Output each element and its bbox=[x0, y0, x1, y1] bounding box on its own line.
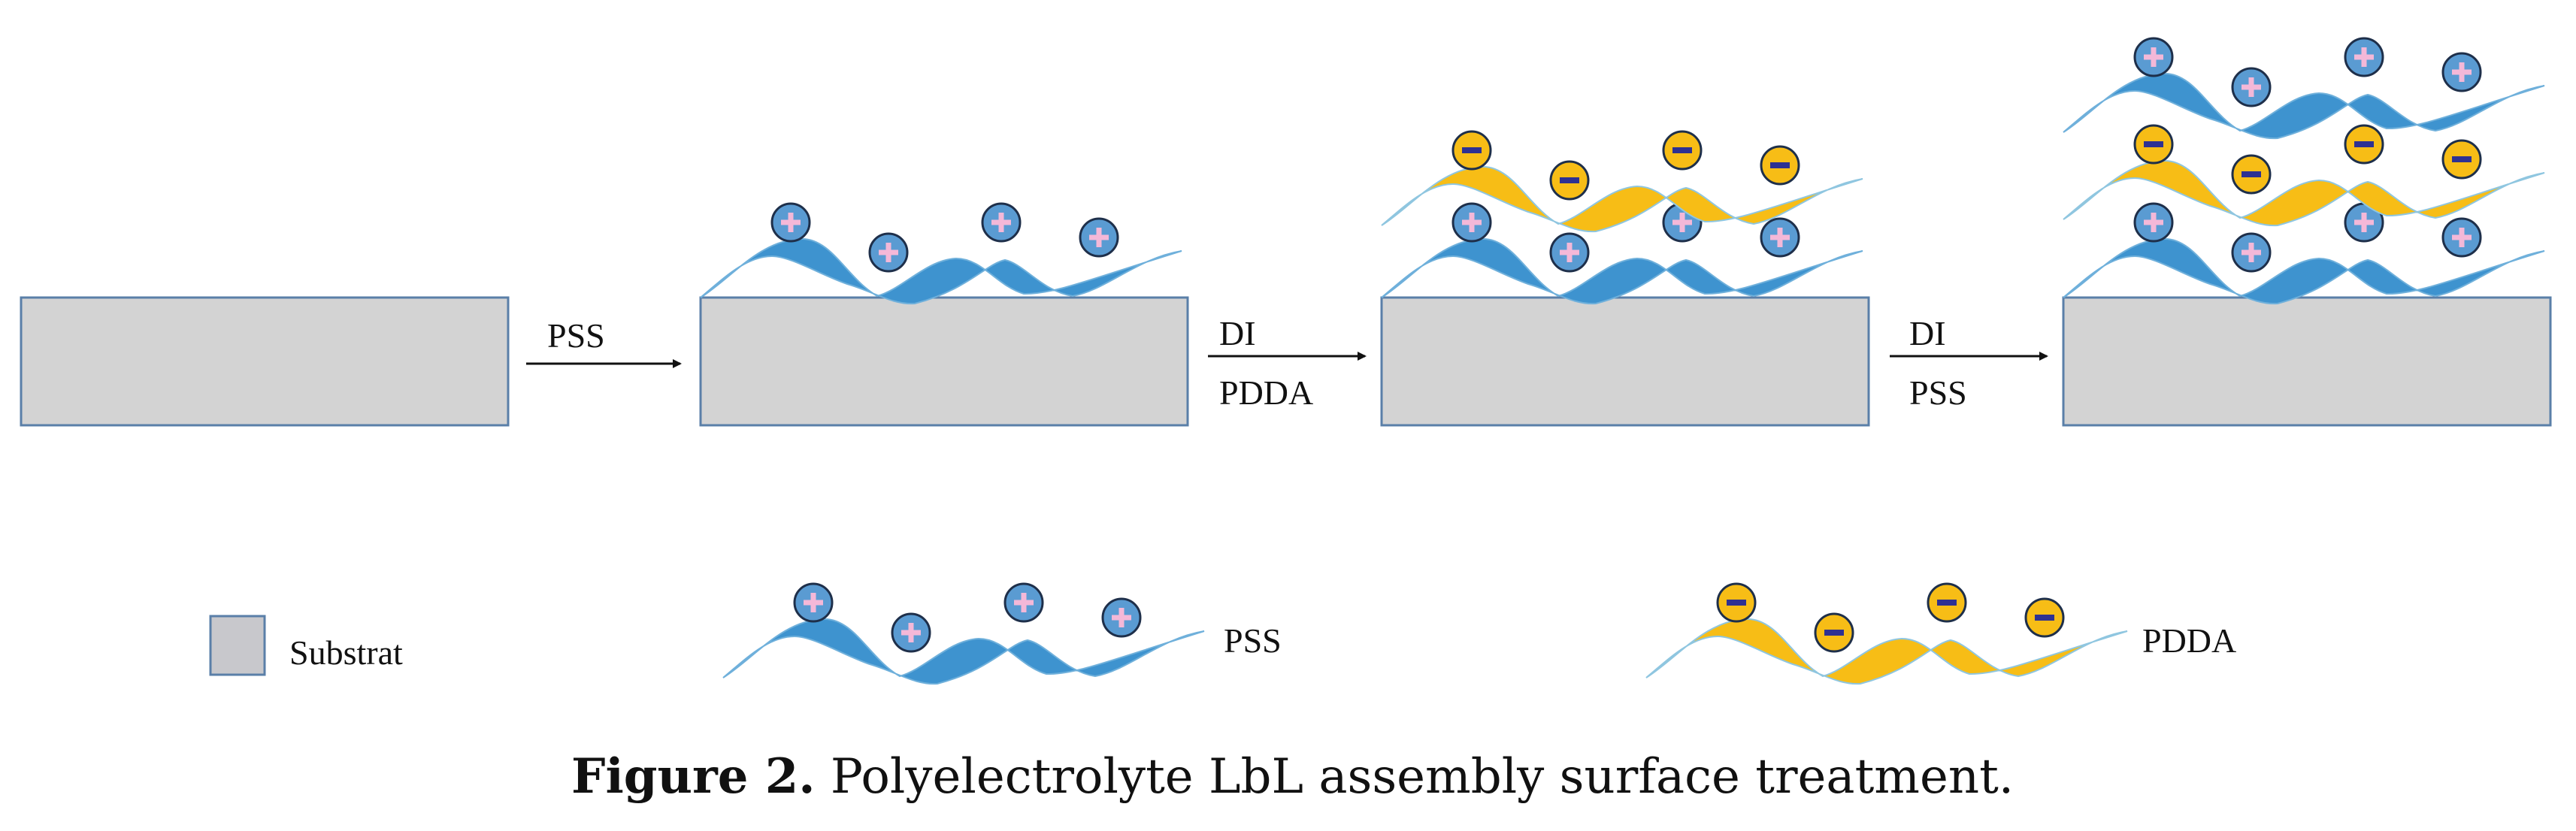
gray-square-icon bbox=[209, 615, 266, 676]
substrate-stage-2 bbox=[699, 296, 1189, 427]
legend-pdda-label: PDDA bbox=[2142, 621, 2236, 660]
legend-pss-label: PSS bbox=[1224, 621, 1282, 660]
step-2-label-top: DI bbox=[1219, 314, 1256, 352]
pdda-layer-stage-4 bbox=[2063, 125, 2544, 225]
pss-layer-stage-2 bbox=[701, 204, 1182, 304]
figure-caption: Figure 2. Polyelectrolyte LbL assembly s… bbox=[571, 748, 2014, 805]
pdda-chain-icon bbox=[1646, 584, 2127, 684]
pss-chain-icon bbox=[723, 584, 1204, 684]
substrate-stage-3 bbox=[1380, 296, 1870, 427]
caption-text: Polyelectrolyte LbL assembly surface tre… bbox=[816, 749, 2014, 805]
substrate-stage-4 bbox=[2062, 296, 2552, 427]
legend-substrate-label: Substrat bbox=[289, 633, 403, 672]
caption-prefix: Figure 2. bbox=[571, 748, 816, 805]
step-1-label: PSS bbox=[547, 316, 605, 355]
pss-layer-stage-4-top bbox=[2063, 38, 2544, 138]
pss-layer-stage-4-bottom bbox=[2063, 204, 2544, 304]
step-3-label-top: DI bbox=[1909, 314, 1946, 352]
step-3-label-bottom: PSS bbox=[1909, 373, 1967, 412]
substrate-stage-1 bbox=[20, 296, 510, 427]
step-2-label-bottom: PDDA bbox=[1219, 373, 1313, 412]
